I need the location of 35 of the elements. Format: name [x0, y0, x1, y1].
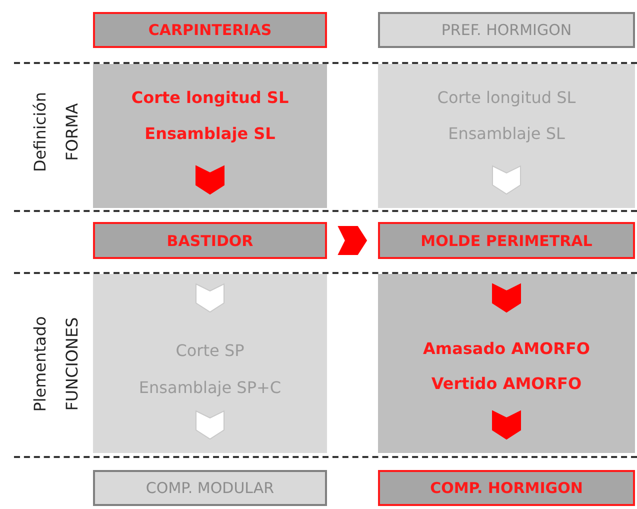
- box-label: MOLDE PERIMETRAL: [420, 232, 592, 250]
- row-label: FORMA: [62, 103, 82, 161]
- component-box: [378, 470, 635, 506]
- category-header: [378, 12, 635, 48]
- row-label: Definición: [30, 92, 50, 172]
- process-step: Corte SP: [93, 341, 327, 360]
- chevron-arrow: [196, 165, 224, 195]
- chevron-arrow: [492, 165, 521, 195]
- process-step: Corte longitud SL: [93, 88, 327, 107]
- box-label: BASTIDOR: [166, 232, 254, 250]
- chevron-arrow: [196, 410, 224, 440]
- process-step: Corte longitud SL: [378, 88, 635, 107]
- process-step: Ensamblaje SP+C: [93, 378, 327, 397]
- chevron-arrow: [196, 283, 224, 313]
- result-box: [378, 222, 635, 259]
- process-step: Vertido AMORFO: [378, 374, 635, 393]
- chevron-arrow: [492, 410, 521, 440]
- chevron-arrow: [492, 283, 521, 313]
- process-step: Ensamblaje SL: [378, 124, 635, 143]
- process-step: Amasado AMORFO: [378, 339, 635, 358]
- process-panel: [378, 274, 635, 453]
- process-panel: [93, 274, 327, 453]
- row-label: FUNCIONES: [62, 317, 82, 411]
- chevron-arrow: [338, 226, 368, 255]
- box-label: COMP. MODULAR: [146, 479, 274, 497]
- row-label: Plementado: [30, 316, 50, 412]
- process-panel: [378, 64, 635, 208]
- result-box: [93, 222, 327, 259]
- component-box: [93, 470, 327, 506]
- process-panel: [93, 64, 327, 208]
- category-header: [93, 12, 327, 48]
- box-label: CARPINTERIAS: [148, 21, 272, 39]
- box-label: COMP. HORMIGON: [430, 479, 583, 497]
- box-label: PREF. HORMIGON: [441, 21, 572, 39]
- process-step: Ensamblaje SL: [93, 124, 327, 143]
